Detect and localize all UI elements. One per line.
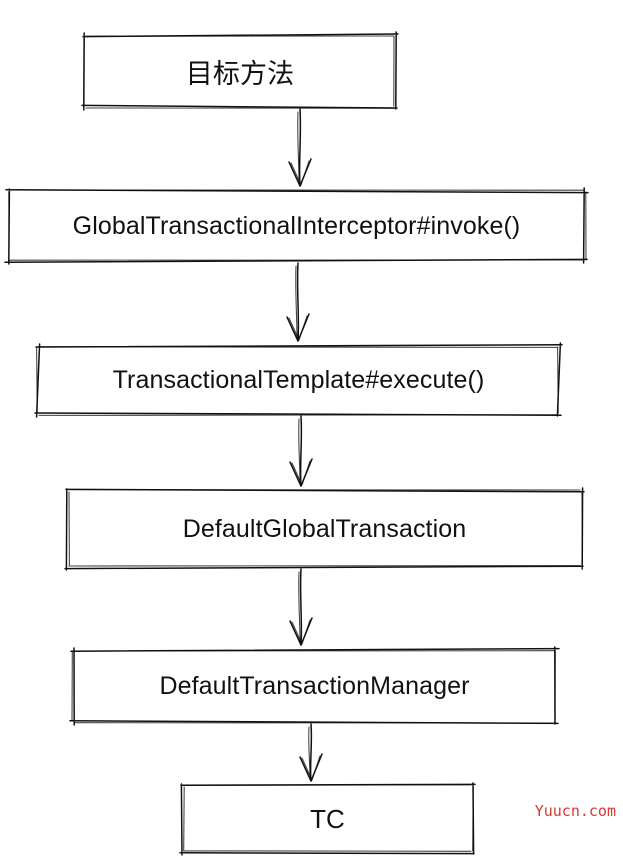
node-label-target-method: 目标方法 [185, 58, 295, 89]
node-label-tc: TC [310, 803, 345, 834]
node-label-default-global-transaction: DefaultGlobalTransaction [182, 514, 467, 543]
node-box-default-transaction-manager [69, 646, 560, 726]
node-box-default-global-transaction [64, 487, 585, 571]
node-label-transactional-template: TransactionalTemplate#execute() [112, 365, 485, 394]
node-box-target-method [81, 31, 399, 111]
arrow-layer [286, 108, 323, 782]
arrow-transactional-template-to-default-global-transaction [289, 415, 313, 487]
node-label-global-transactional-interceptor: GlobalTransactionalInterceptor#invoke() [72, 211, 521, 240]
arrow-global-transactional-interceptor-to-transactional-template [286, 262, 310, 342]
node-box-global-transactional-interceptor [4, 187, 589, 265]
box-layer [4, 31, 589, 856]
arrow-target-method-to-global-transactional-interceptor [288, 108, 312, 187]
node-label-default-transaction-manager: DefaultTransactionManager [159, 671, 470, 700]
node-box-tc [179, 782, 476, 856]
arrow-default-transaction-manager-to-tc [299, 723, 323, 782]
watermark-text: Yuucn.com [534, 802, 616, 820]
node-box-transactional-template [34, 342, 563, 418]
arrow-default-global-transaction-to-default-transaction-manager [289, 568, 313, 646]
